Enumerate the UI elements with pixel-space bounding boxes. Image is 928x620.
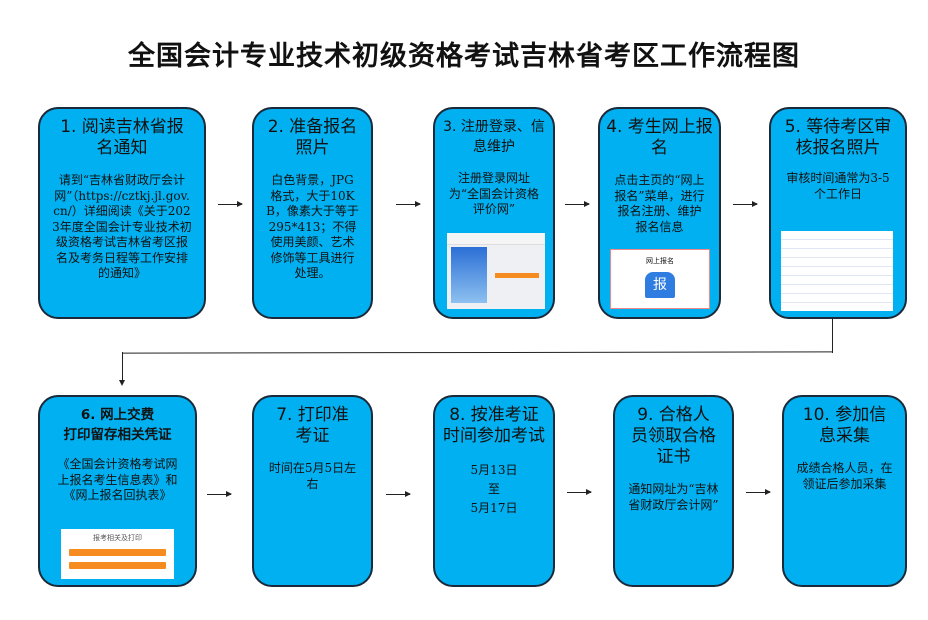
login-screenshot <box>447 233 545 309</box>
step-heading: 10. 参加信息采集 <box>802 405 887 446</box>
arrow <box>396 201 421 207</box>
page-title: 全国会计专业技术初级资格考试吉林省考区工作流程图 <box>128 41 800 72</box>
review-form-screenshot <box>781 231 893 311</box>
connector <box>832 319 833 353</box>
arrow-head <box>119 380 125 386</box>
step-body: 注册登录网址为“全国会计资格评价网” <box>448 171 540 216</box>
step-body-3: 5月17日 <box>470 501 518 515</box>
step-6: 6. 网上交费打印留存相关凭证 《全国会计资格考试网上报名考生信息表》和《网上报… <box>38 395 197 587</box>
step-heading: 7. 打印准考证 <box>276 405 349 446</box>
arrow <box>386 491 411 497</box>
step-heading: 6. 网上交费打印留存相关凭证 <box>46 405 189 445</box>
step-7: 7. 打印准考证 时间在5月5日左右 <box>252 395 373 587</box>
step-body: 成绩合格人员，在领证后参加采集 <box>796 461 893 491</box>
register-icon: 报 <box>645 272 675 298</box>
arrow <box>567 489 592 495</box>
step-4: 4. 考生网上报名 点击主页的“网上报名”菜单，进行报名注册、维护报名信息 网上… <box>598 107 721 319</box>
step-body: 通知网址为“吉林省财政厅会计网” <box>628 482 719 512</box>
step-5: 5. 等待考区审核报名照片 审核时间通常为3-5个工作日 <box>769 107 907 319</box>
step-body: 点击主页的“网上报名”菜单，进行报名注册、维护报名信息 <box>614 173 705 234</box>
step-body: 《全国会计资格考试网上报名考生信息表》和《网上报名回执表》 <box>57 457 178 502</box>
arrow <box>218 201 243 207</box>
image-caption: 网上报名 <box>646 257 674 265</box>
image-caption: 报考相关及打印 <box>93 534 142 542</box>
step-body: 5月13日 <box>470 463 518 477</box>
arrow <box>746 489 771 495</box>
arrow <box>207 491 232 497</box>
step-9: 9. 合格人员领取合格证书 通知网址为“吉林省财政厅会计网” <box>613 395 734 587</box>
step-heading: 3. 注册登录、信息维护 <box>443 119 545 155</box>
step-body: 白色背景，JPG格式，大于10KB，像素大于等于295*413；不得使用美颜、艺… <box>266 173 359 280</box>
step-heading-line1: 6. 网上交费 <box>80 407 155 423</box>
step-8: 8. 按准考证时间参加考试 5月13日 至 5月17日 <box>433 395 555 587</box>
arrow <box>565 201 590 207</box>
connector <box>121 351 834 354</box>
step-10: 10. 参加信息采集 成绩合格人员，在领证后参加采集 <box>782 395 907 587</box>
step-heading: 4. 考生网上报名 <box>606 117 713 158</box>
step-body: 审核时间通常为3-5个工作日 <box>786 171 890 201</box>
print-screenshot: 报考相关及打印 <box>61 529 174 579</box>
arrow <box>733 201 758 207</box>
step-body: 请到“吉林省财政厅会计网”（https://cztkj.jl.gov.cn/）详… <box>52 173 192 280</box>
print-info-button <box>69 549 166 556</box>
step-1: 1. 阅读吉林省报名通知 请到“吉林省财政厅会计网”（https://cztkj… <box>38 107 206 319</box>
step-heading: 9. 合格人员领取合格证书 <box>631 405 716 467</box>
print-receipt-button <box>69 562 166 569</box>
step-body: 时间在5月5日左右 <box>268 461 357 491</box>
step-heading-line2: 打印留存相关凭证 <box>63 427 172 443</box>
step-3: 3. 注册登录、信息维护 注册登录网址为“全国会计资格评价网” <box>433 107 555 319</box>
online-registration-screenshot: 网上报名 报 <box>610 249 710 309</box>
step-body-2: 至 <box>487 482 500 496</box>
connector <box>122 352 123 382</box>
step-heading: 5. 等待考区审核报名照片 <box>784 117 892 158</box>
step-heading: 8. 按准考证时间参加考试 <box>443 405 545 446</box>
step-2: 2. 准备报名照片 白色背景，JPG格式，大于10KB，像素大于等于295*41… <box>252 107 373 319</box>
step-heading: 1. 阅读吉林省报名通知 <box>60 117 184 158</box>
step-heading: 2. 准备报名照片 <box>267 117 358 158</box>
